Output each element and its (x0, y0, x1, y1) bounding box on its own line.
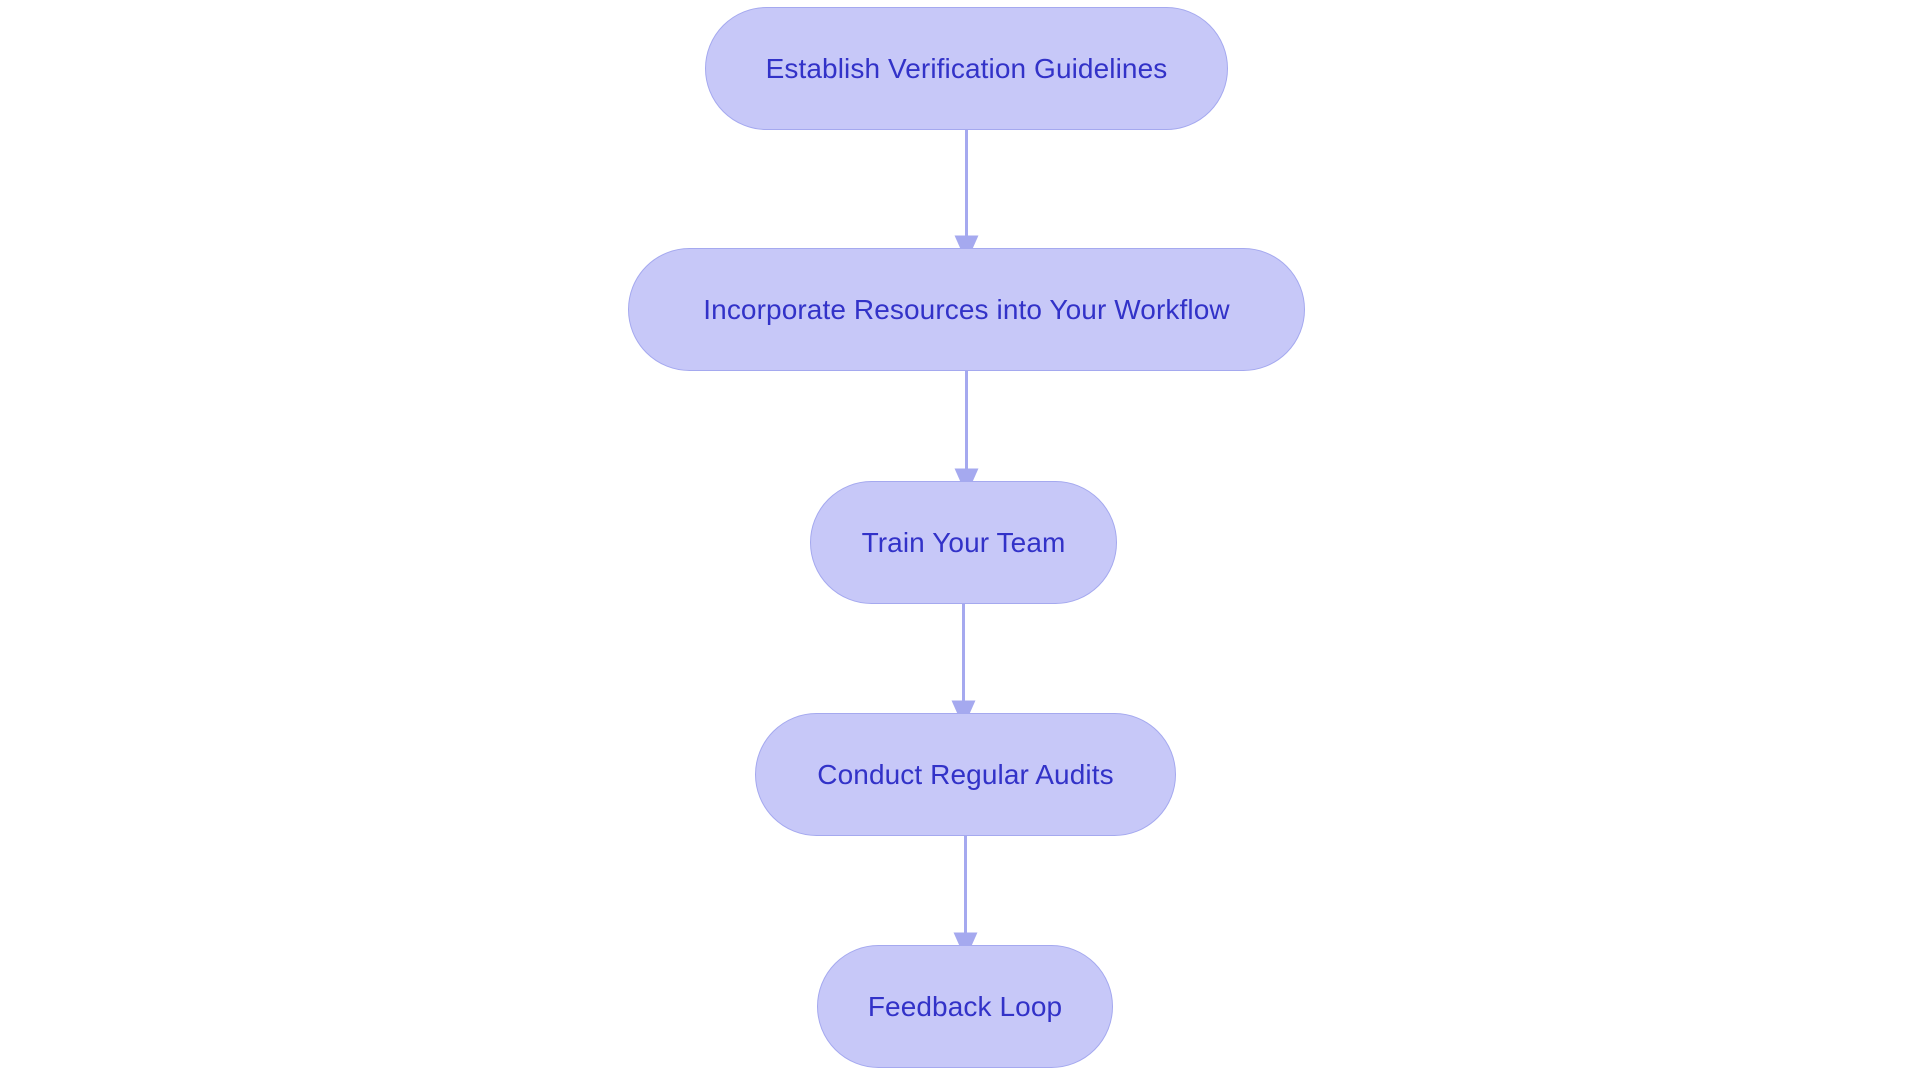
flow-node-feedback-loop[interactable]: Feedback Loop (817, 945, 1113, 1068)
flow-node-label: Train Your Team (861, 526, 1066, 558)
flow-node-label: Incorporate Resources into Your Workflow (703, 293, 1230, 325)
flow-node-label: Feedback Loop (867, 990, 1063, 1022)
flow-node-establish-verification-guidelines[interactable]: Establish Verification Guidelines (705, 7, 1228, 130)
flow-node-conduct-regular-audits[interactable]: Conduct Regular Audits (755, 713, 1176, 836)
flow-node-incorporate-resources-into-your-workflow[interactable]: Incorporate Resources into Your Workflow (628, 248, 1305, 371)
flow-node-train-your-team[interactable]: Train Your Team (810, 481, 1117, 604)
flow-node-label: Conduct Regular Audits (817, 758, 1114, 790)
flow-node-label: Establish Verification Guidelines (765, 52, 1168, 84)
